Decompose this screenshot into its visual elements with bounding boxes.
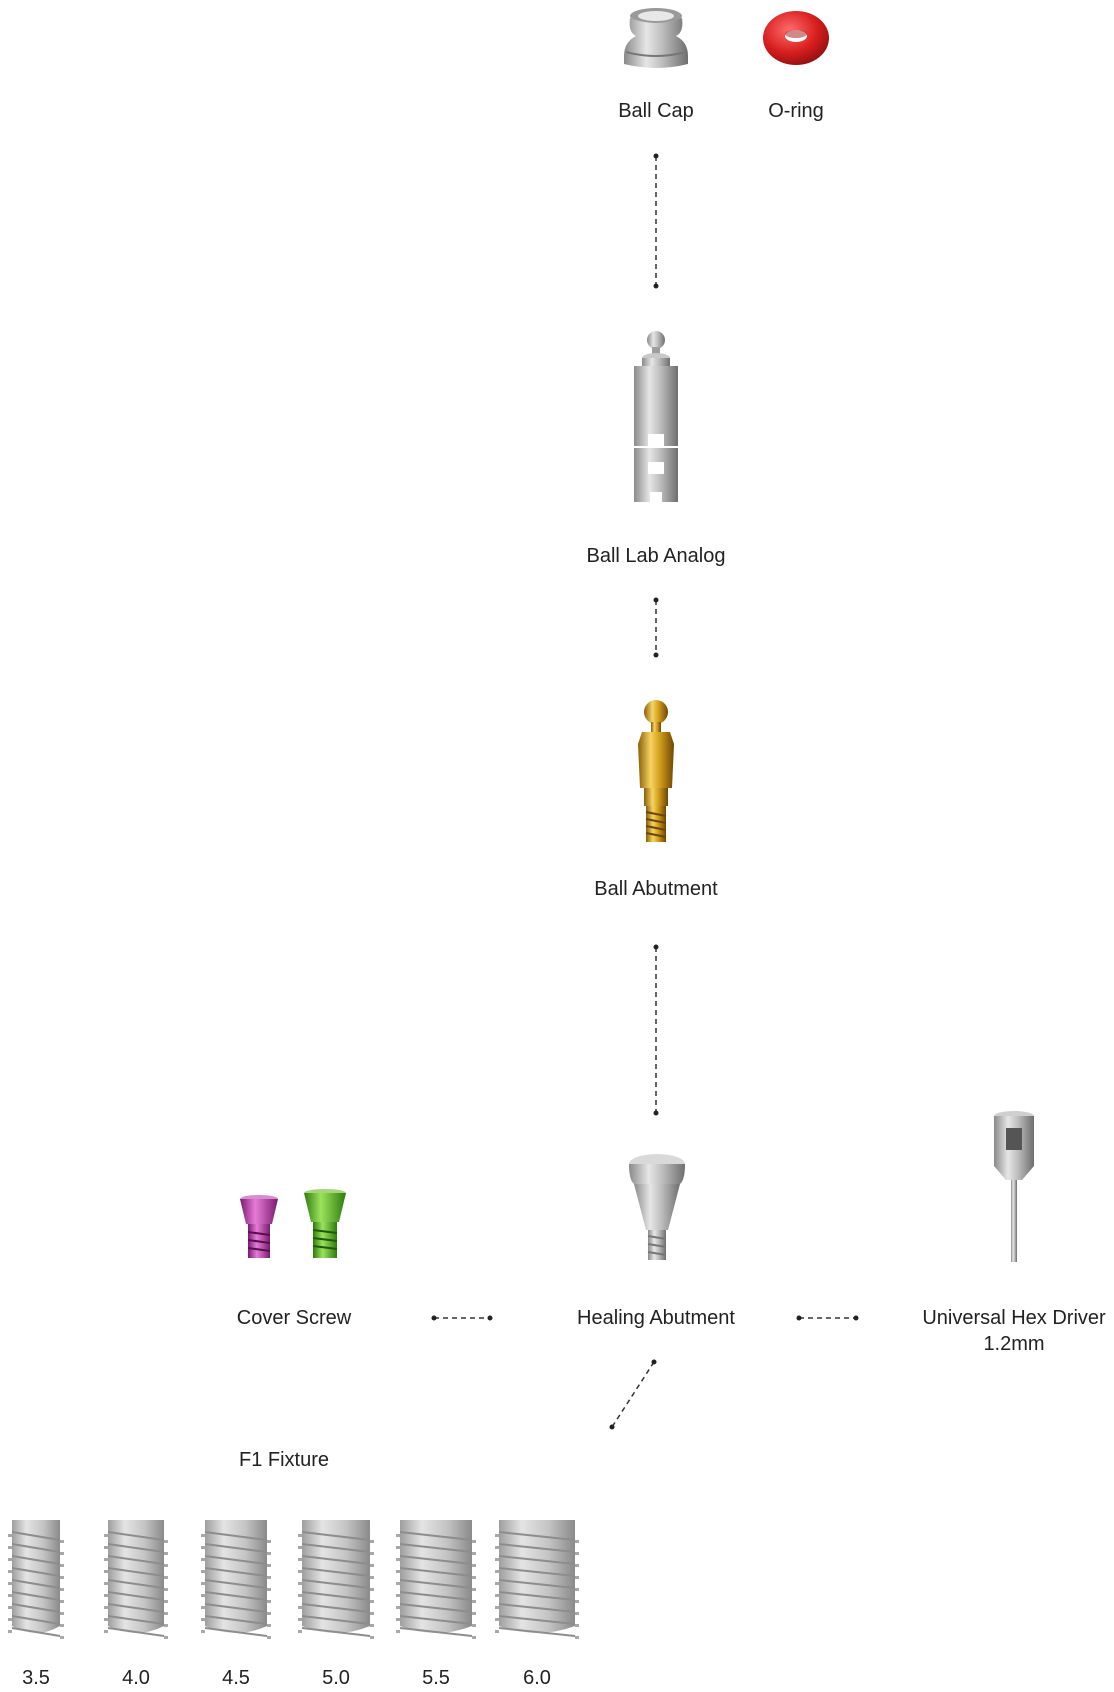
ball-abutment-label: Ball Abutment [594, 876, 717, 902]
healing-abutment-image [626, 1152, 688, 1264]
cover-screw-green-image [302, 1188, 348, 1264]
ball-lab-analog-label: Ball Lab Analog [586, 543, 725, 569]
fixture-image-6-0 [495, 1520, 579, 1640]
fixture-image-5-5 [396, 1520, 476, 1640]
fixture-image-5-0 [298, 1520, 374, 1640]
healing-abutment-label: Healing Abutment [577, 1305, 735, 1331]
fixture-image-4-0 [104, 1520, 168, 1640]
hex-driver-label-line1: Universal Hex Driver [922, 1305, 1105, 1331]
hex-driver-label: Universal Hex Driver 1.2mm [922, 1305, 1105, 1357]
fixture-size-label: 3.5 [22, 1665, 50, 1691]
ball-abutment-image [630, 698, 682, 846]
fixture-size-label: 4.5 [222, 1665, 250, 1691]
fixture-size-label: 6.0 [523, 1665, 551, 1691]
ball-lab-analog-image [624, 330, 688, 510]
ball-cap-image [616, 6, 696, 70]
o-ring-image [760, 6, 832, 70]
fixture-image-3-5 [8, 1520, 64, 1640]
o-ring-label: O-ring [768, 98, 824, 124]
fixture-label: F1 Fixture [239, 1447, 329, 1473]
cover-screw-pink-image [238, 1194, 280, 1264]
connector-healing-fixture [612, 1362, 654, 1427]
hex-driver-label-line2: 1.2mm [922, 1331, 1105, 1357]
hex-driver-image [990, 1110, 1038, 1266]
fixture-size-label: 4.0 [122, 1665, 150, 1691]
fixture-image-4-5 [201, 1520, 271, 1640]
ball-cap-label: Ball Cap [618, 98, 694, 124]
cover-screw-label: Cover Screw [237, 1305, 351, 1331]
fixture-size-label: 5.0 [322, 1665, 350, 1691]
fixture-size-label: 5.5 [422, 1665, 450, 1691]
